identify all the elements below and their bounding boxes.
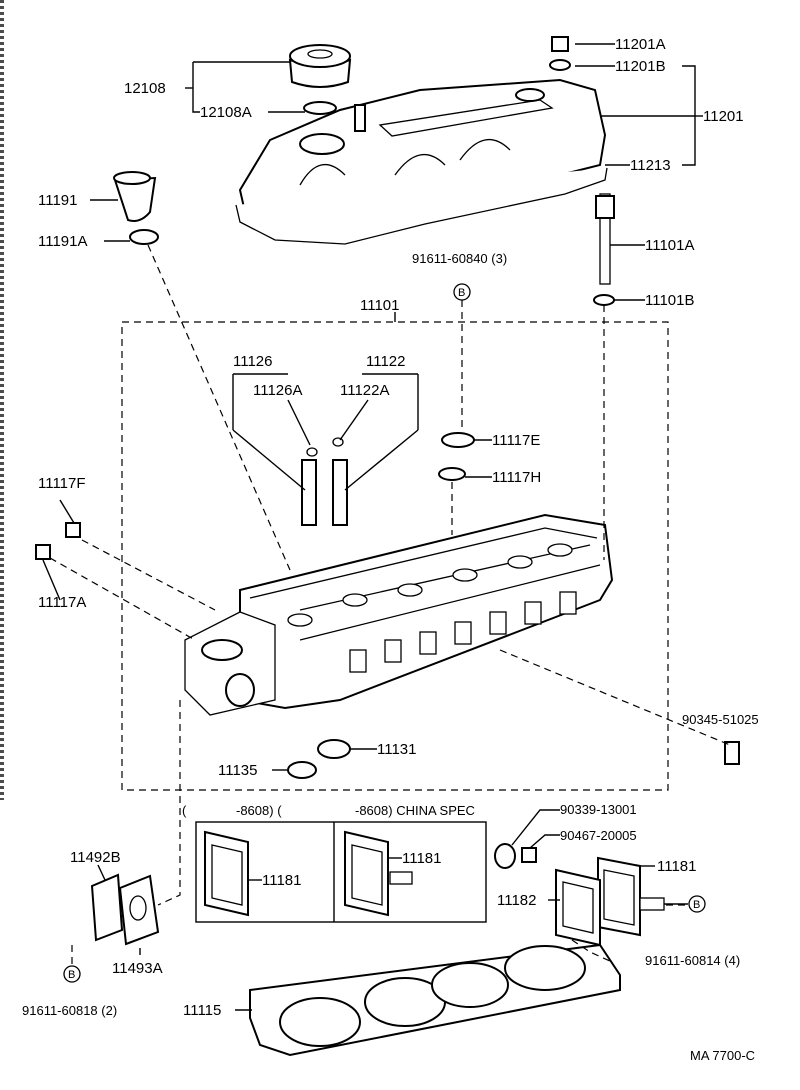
- label-11181-box1: 11181: [262, 872, 302, 889]
- inset-box: [195, 821, 487, 923]
- label-11101B: 11101B: [645, 292, 695, 309]
- b-marker-left-text: B: [68, 969, 75, 981]
- oil-filler-cap: [288, 44, 352, 115]
- plug-seals: [438, 432, 475, 481]
- inset-header-left: -8608) (: [236, 803, 282, 818]
- label-11117E: 11117E: [492, 432, 540, 449]
- label-11492B: 11492B: [70, 849, 121, 866]
- water-outlet: [494, 843, 665, 947]
- label-11117A: 11117A: [38, 594, 86, 611]
- label-11181-box2: 11181: [402, 850, 442, 867]
- label-11181-right: 11181: [657, 858, 697, 875]
- inset-header-right: -8608) CHINA SPEC: [355, 803, 475, 818]
- assembly-lines: [49, 244, 731, 968]
- label-11126: 11126: [233, 353, 273, 370]
- label-11117F: 11117F: [38, 475, 86, 492]
- b-marker-left: [63, 965, 81, 983]
- stud-90345: [724, 741, 740, 765]
- label-11122A: 11122A: [340, 382, 390, 399]
- camshaft-seals: [287, 739, 351, 779]
- label-11101: 11101: [360, 297, 400, 314]
- label-91611-60818: 91611-60818 (2): [22, 1003, 117, 1018]
- b-marker-top-text: B: [458, 287, 465, 299]
- label-11131: 11131: [377, 741, 417, 758]
- footer-code: MA 7700-C: [690, 1048, 755, 1063]
- label-91611-60814: 91611-60814 (4): [645, 953, 740, 968]
- label-11213: 11213: [630, 157, 671, 174]
- leader-lines: [42, 43, 703, 1011]
- label-91611-60840: 91611-60840 (3): [412, 251, 507, 266]
- label-90339-13001: 90339-13001: [560, 802, 637, 817]
- cylinder-head-body: [184, 513, 614, 716]
- part-labels: 11201A 11201B 11201 11213 12108 12108A 1…: [22, 36, 759, 1063]
- valve-cover: [235, 78, 608, 245]
- b-markers: B B B: [63, 283, 706, 983]
- label-11191: 11191: [38, 192, 78, 209]
- label-12108: 12108: [124, 80, 166, 97]
- label-11126A: 11126A: [253, 382, 303, 399]
- label-11201B: 11201B: [615, 58, 666, 75]
- label-11101A: 11101A: [645, 237, 695, 254]
- head-plugs: [35, 522, 81, 560]
- label-11201A: 11201A: [615, 36, 666, 53]
- scan-edge: [0, 0, 4, 800]
- water-inlet-plate: [90, 873, 160, 946]
- label-11493A: 11493A: [112, 960, 163, 977]
- label-12108A: 12108A: [200, 104, 252, 121]
- pcv-grommet: [113, 171, 159, 245]
- valve-guides: [301, 437, 348, 526]
- label-11135: 11135: [218, 762, 258, 779]
- label-11117H: 11117H: [492, 469, 541, 486]
- b-marker-right-text: B: [693, 899, 700, 911]
- head-gasket: [249, 943, 621, 1057]
- label-90467-20005: 90467-20005: [560, 828, 637, 843]
- label-11201: 11201: [703, 108, 744, 125]
- label-90345-51025: 90345-51025: [682, 712, 759, 727]
- b-marker-top: [453, 283, 471, 301]
- label-11122: 11122: [366, 353, 406, 370]
- cylinder-head-stud: [593, 193, 615, 306]
- label-11115: 11115: [183, 1002, 221, 1019]
- b-marker-right: [688, 895, 706, 913]
- head-assembly-boundary: [121, 321, 669, 791]
- label-11191A: 11191A: [38, 233, 88, 250]
- cover-nut: [549, 36, 571, 71]
- label-11182: 11182: [497, 892, 537, 909]
- inset-header-paren: (: [182, 803, 187, 818]
